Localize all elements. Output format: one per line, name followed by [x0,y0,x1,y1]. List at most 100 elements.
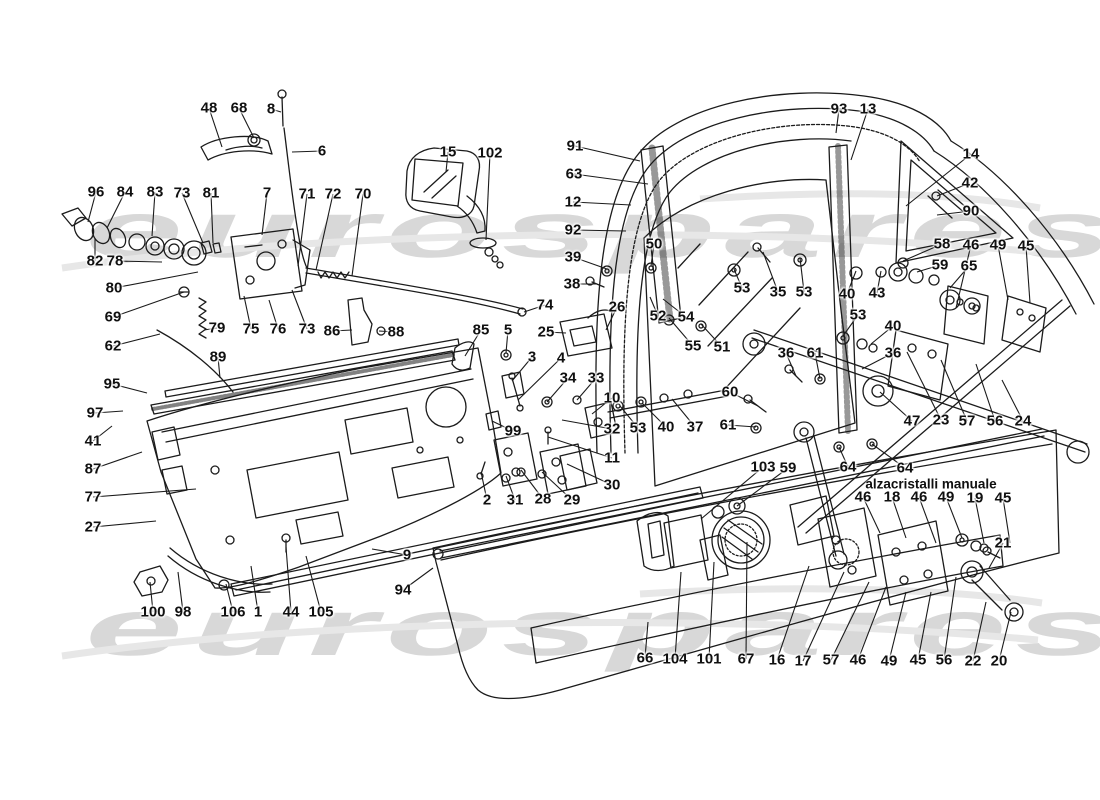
leader-line-46 [857,586,887,661]
window-frame [595,92,1095,454]
leader-line-85 [464,329,482,357]
door-glass [643,178,856,487]
leader-line-53 [619,405,639,429]
leader-line-73 [181,192,204,244]
glass-bottom-channel [607,314,729,419]
leader-line-86 [331,329,353,332]
leader-line-16 [776,565,810,661]
leader-line-61 [727,424,757,428]
leader-line-61 [814,352,821,380]
leader-line-93 [835,108,840,134]
leader-line-56 [975,363,996,422]
leader-line-46 [918,496,937,544]
leader-line-32 [561,419,613,430]
striker-plates [887,285,1047,401]
leader-line-58 [902,243,943,262]
leader-line-6 [291,150,323,153]
leader-line-15 [445,151,449,173]
leader-line-88 [378,330,397,333]
leader-line-33 [576,377,597,401]
regulator-screws [743,364,878,453]
leader-line-68 [238,107,255,139]
leader-line-71 [297,193,308,267]
leader-line-48 [208,107,223,148]
leader-line-49 [997,244,1009,301]
leader-line-37 [671,398,696,428]
leader-line-55 [668,317,694,347]
leader-line-97 [94,410,124,414]
leader-line-100 [149,581,154,613]
leader-line-81 [210,192,214,244]
wing-mirror [405,147,504,269]
window-regulator [711,299,1090,570]
leader-line-59 [916,264,941,273]
leader-line-87 [92,451,143,470]
interior-handle [559,309,613,357]
leader-line-102 [485,152,491,241]
leader-line-4 [517,357,562,401]
leader-line-78 [114,260,163,263]
leader-line-53 [799,257,805,293]
leader-line-42 [936,182,971,197]
leader-line-14 [905,153,972,207]
leader-line-46 [955,244,972,309]
leader-line-27 [92,520,157,528]
leader-line-49 [888,591,907,662]
leader-line-104 [674,571,682,660]
leader-line-41 [92,425,113,442]
lock-cylinder-parts [61,207,222,266]
leader-line-77 [92,488,197,498]
leader-line-45 [1025,245,1031,304]
leader-line-1 [250,565,259,613]
leader-line-54 [662,298,687,318]
leader-line-95 [111,383,148,394]
leader-line-44 [285,546,292,613]
leader-line-8 [270,108,282,113]
leader-line-98 [177,571,184,613]
leader-line-40 [846,270,857,295]
leader-line-21 [988,542,1004,569]
leader-line-25 [545,331,567,334]
leader-line-9 [371,548,408,556]
leader-line-60 [729,391,759,407]
leader-line-70 [351,193,364,277]
leader-line-13 [850,108,869,161]
leader-line-91 [574,145,641,162]
leader-line-101 [708,561,715,660]
leader-line-5 [505,329,509,354]
leader-line-45 [1002,497,1011,544]
leader-line-62 [112,333,161,347]
leader-line-64 [838,446,849,468]
leader-line-24 [1001,379,1024,422]
vent-window [895,140,1014,264]
exterior-handle-rods [156,89,527,393]
leader-line-67 [745,541,748,660]
leader-line-3 [511,356,533,382]
leader-line-20 [998,611,1012,662]
leader-line-12 [572,201,632,206]
leader-line-92 [572,229,627,232]
leader-line-29 [541,471,573,501]
leader-line-59 [736,467,789,507]
leader-line-46 [862,496,881,534]
leader-line-35 [762,251,779,293]
leader-line-89 [217,356,221,379]
leader-line-105 [305,555,322,613]
leader-line-57 [830,581,870,661]
leader-line-106 [225,583,234,613]
leader-line-84 [106,191,126,229]
glass-guide-rails [640,143,858,434]
outer-door-skin [432,429,1060,700]
leader-line-39 [572,256,608,270]
leader-line-26 [605,306,618,331]
leader-line-66 [644,621,649,659]
leader-line-69 [112,291,185,318]
leader-line-49 [945,496,963,539]
leader-line-7 [261,192,268,236]
leader-line-45 [917,591,932,661]
leader-line-96 [87,191,97,223]
leader-line-56 [943,576,957,661]
